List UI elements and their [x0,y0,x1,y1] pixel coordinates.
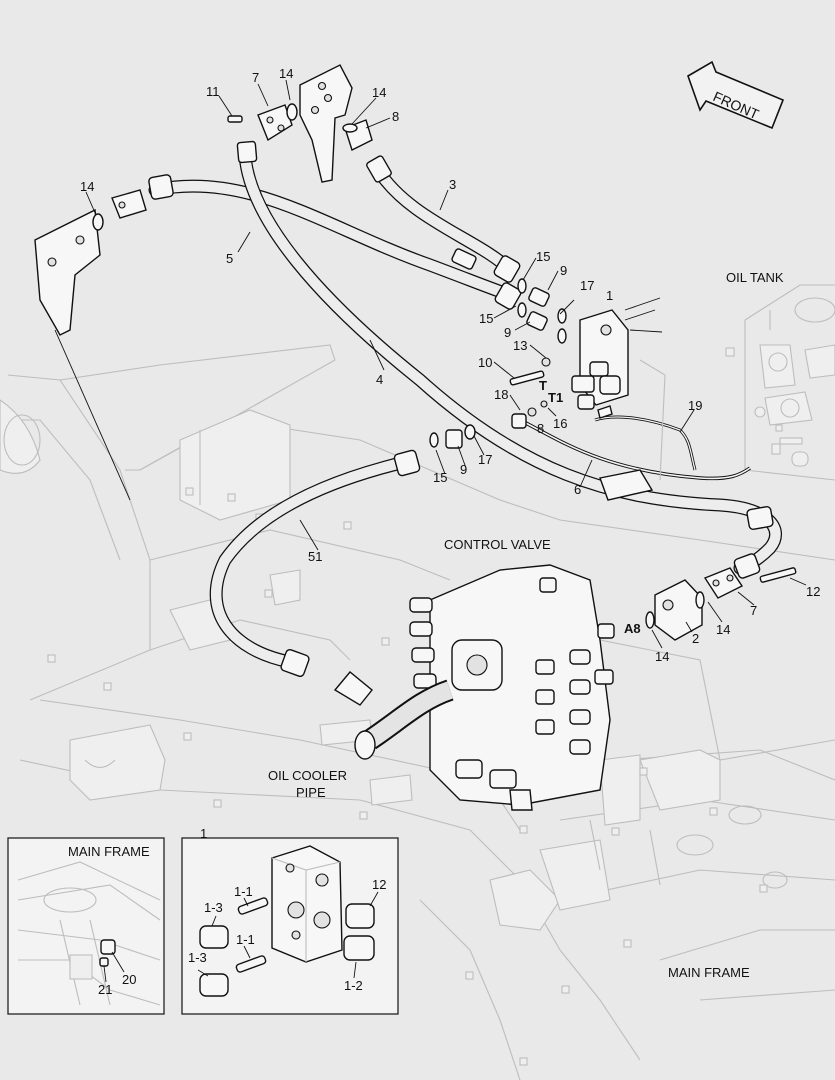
callout-17: 17 [478,452,492,467]
top-bracket [299,64,353,183]
callout-15: 15 [433,470,447,485]
callout-1-1: 1-1 [234,884,253,899]
callout-9: 9 [560,263,567,278]
callout-17: 17 [580,278,594,293]
callout-51: 51 [308,549,322,564]
callout-1: 1 [606,288,613,303]
oil-cooler-label: OIL COOLER [268,768,347,783]
callout-1-2: 1-2 [344,978,363,993]
callout-8: 8 [392,109,399,124]
area-labels: OIL TANK CONTROL VALVE OIL COOLER PIPE M… [68,270,784,980]
port-t-label: T [539,378,547,393]
callout-5: 5 [226,251,233,266]
hose-4 [238,148,782,575]
valve-block-1 [571,297,666,501]
callout-10: 10 [478,355,492,370]
callout-11: 11 [206,84,220,99]
control-valve-drawing [333,564,615,811]
port-t1-label: T1 [548,390,563,405]
oil-tank-drawing [725,284,835,481]
callout-14: 14 [372,85,386,100]
callout-6: 6 [574,482,581,497]
callout-21: 21 [98,982,112,997]
callout-18: 18 [494,387,508,402]
callout-7: 7 [750,603,757,618]
callout-1-3: 1-3 [188,950,207,965]
callout-12: 12 [806,584,820,599]
callout-19: 19 [688,398,702,413]
inset-main-frame-label: MAIN FRAME [68,844,150,859]
front-arrow: FRONT [687,60,785,130]
control-valve-label: CONTROL VALVE [444,537,551,552]
callout-16: 16 [553,416,567,431]
callout-1-1: 1-1 [236,932,255,947]
inset-valve-detail [181,837,399,1015]
callout-15: 15 [536,249,550,264]
callout-14: 14 [716,622,730,637]
hose-3 [371,163,517,277]
callout-13: 13 [513,338,527,353]
callout-12: 12 [372,877,386,892]
left-bracket [34,208,131,501]
callout-20: 20 [122,972,136,987]
adapters-9-15 [429,278,567,449]
callout-1-3: 1-3 [204,900,223,915]
main-frame-label: MAIN FRAME [668,965,750,980]
callout-14: 14 [655,649,669,664]
callout-9: 9 [460,462,467,477]
callout-4: 4 [376,372,383,387]
inset-detail-ref-label: 1 [200,826,207,841]
callout-8: 8 [537,421,544,436]
callout-2: 2 [692,631,699,646]
callout-7: 7 [252,70,259,85]
hose-5 [148,179,517,302]
callout-14: 14 [80,179,94,194]
hose-51 [209,455,412,669]
oil-tank-label: OIL TANK [726,270,784,285]
port-a8-label: A8 [624,621,641,636]
block-2-assembly [645,567,797,641]
flange-parts-top [92,103,373,231]
callout-14: 14 [279,66,293,81]
inset-main-frame [7,837,165,1015]
callout-3: 3 [449,177,456,192]
callout-9: 9 [504,325,511,340]
callout-15: 15 [479,311,493,326]
pipe-label: PIPE [296,785,326,800]
hose-fittings [148,140,774,678]
part-callouts: 11 7 14 14 8 14 3 5 15 9 17 1 15 9 13 10… [80,66,820,997]
main-frame-drawing [0,344,835,1080]
leader-lines [85,79,807,649]
